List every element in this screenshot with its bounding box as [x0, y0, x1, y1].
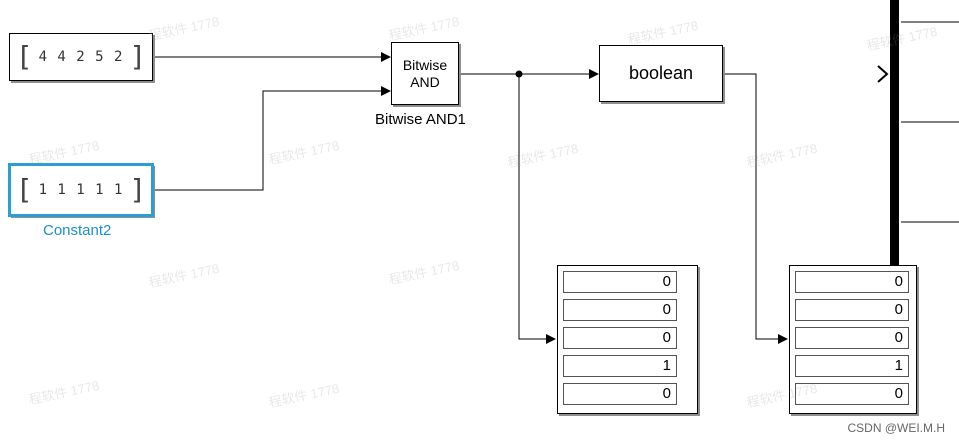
- display1-cell: 0: [563, 299, 677, 321]
- branch-point-icon: [515, 70, 523, 78]
- display1-cell: 0: [563, 327, 677, 349]
- bitwise-block-text-line1: Bitwise: [402, 56, 448, 73]
- signal-line-branch-to-display1: [518, 74, 546, 340]
- left-bracket-icon: [: [15, 173, 33, 206]
- constant2-name-label[interactable]: Constant2: [43, 222, 112, 239]
- arrowhead-icon: [381, 86, 391, 96]
- bitwise-and-name-label[interactable]: Bitwise AND1: [375, 111, 466, 128]
- display2-cell: 1: [795, 355, 909, 377]
- boolean-block-text: boolean: [628, 63, 694, 83]
- boolean-conversion-block[interactable]: boolean: [599, 45, 723, 102]
- display1-cell: 1: [563, 355, 677, 377]
- right-bracket-icon: ]: [129, 173, 147, 206]
- display1-cell: 0: [563, 383, 677, 405]
- bitwise-block-text-line2: AND: [410, 73, 440, 90]
- bitwise-and-block[interactable]: Bitwise AND: [391, 42, 459, 105]
- bus-creator-bar: [890, 0, 899, 275]
- arrowhead-icon: [546, 334, 556, 344]
- left-bracket-icon: [: [15, 40, 33, 73]
- display2-cell: 0: [795, 327, 909, 349]
- right-bracket-icon: ]: [129, 40, 147, 73]
- constant2-block[interactable]: [ 1 1 1 1 1 ]: [8, 163, 154, 217]
- display1-cell: 0: [563, 271, 677, 293]
- arrowhead-icon: [589, 69, 599, 79]
- display2-cell: 0: [795, 299, 909, 321]
- source-credit: CSDN @WEI.M.H: [847, 421, 945, 435]
- constant1-value: 4 4 2 5 2: [38, 49, 124, 65]
- constant2-value: 1 1 1 1 1: [38, 182, 124, 198]
- constant1-block[interactable]: [ 4 4 2 5 2 ]: [9, 33, 153, 81]
- arrowhead-icon: [381, 52, 391, 62]
- signal-line-const2-to-and: [153, 90, 381, 191]
- display1-block[interactable]: 0 0 0 1 0: [557, 265, 698, 414]
- display2-cell: 0: [795, 383, 909, 405]
- display2-block[interactable]: 0 0 0 1 0: [789, 265, 917, 414]
- arrowhead-icon: [778, 334, 788, 344]
- display2-cell: 0: [795, 271, 909, 293]
- bus-input-chevron-icon: [877, 65, 889, 83]
- signal-line-boolean-to-display2: [723, 73, 778, 340]
